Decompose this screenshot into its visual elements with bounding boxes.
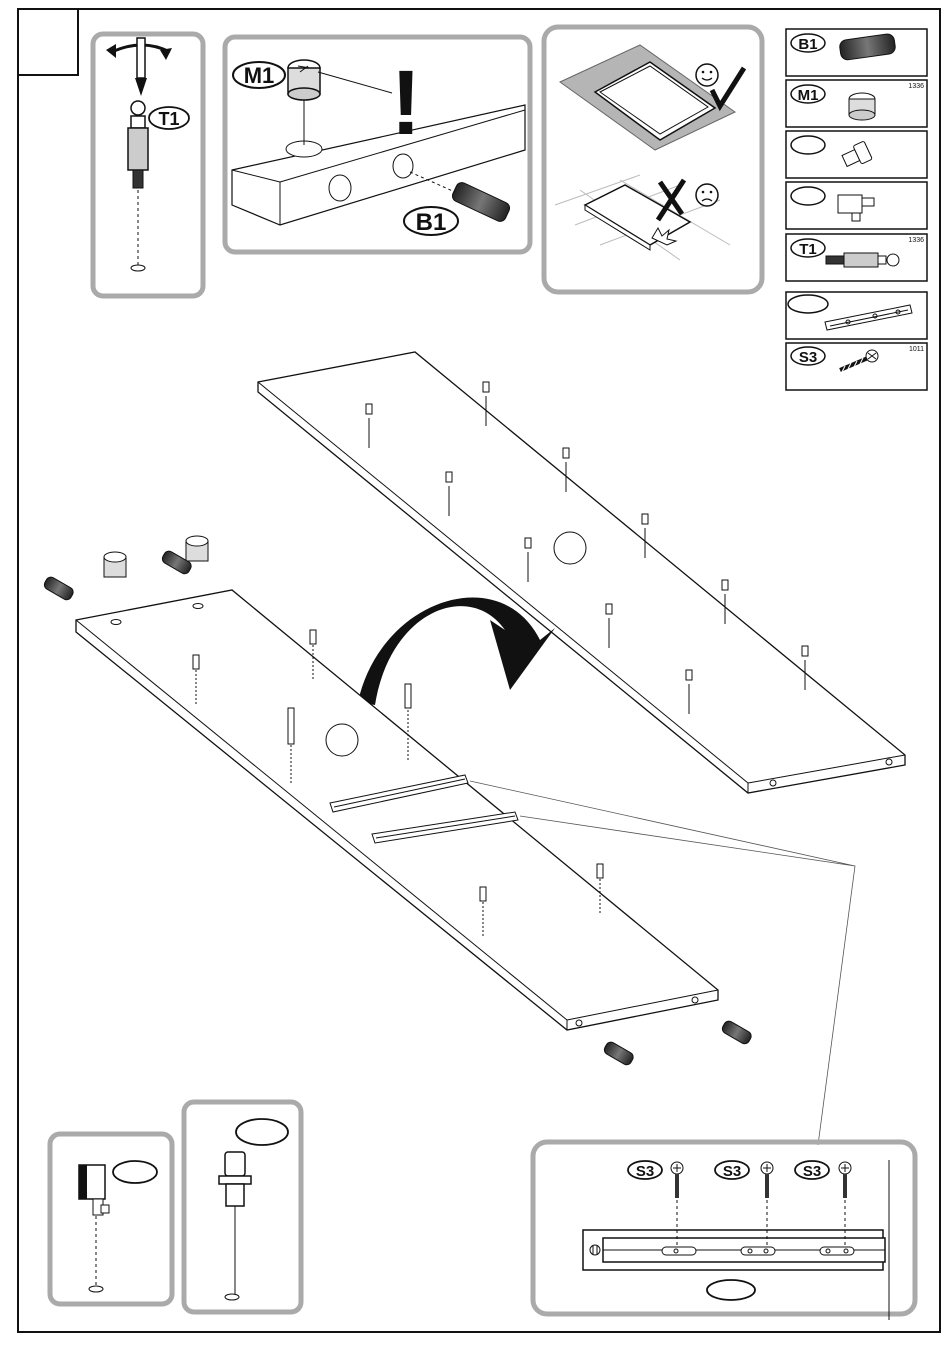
svg-text:1011: 1011 bbox=[909, 346, 924, 353]
smiley-face-icon bbox=[696, 64, 718, 86]
svg-text:1336: 1336 bbox=[908, 237, 924, 244]
parts-list: B1 M1 1336 T1 1336 bbox=[786, 29, 927, 390]
m1-label: M1 bbox=[244, 63, 275, 88]
frowny-face-icon bbox=[696, 184, 718, 206]
detail-shelf-bracket bbox=[50, 1134, 172, 1304]
detail-m1-b1-board: M1 ! B1 bbox=[225, 37, 530, 252]
svg-text:B1: B1 bbox=[798, 36, 817, 53]
cam-lock-group bbox=[104, 536, 208, 577]
b1-dowel-icon bbox=[450, 181, 511, 224]
s3-label: S3 bbox=[636, 1163, 654, 1180]
svg-text:1336: 1336 bbox=[908, 83, 924, 90]
detail-surface-advice bbox=[544, 27, 762, 292]
screwdriver-icon bbox=[137, 38, 145, 78]
s3-label: S3 bbox=[803, 1163, 821, 1180]
b1-label: B1 bbox=[416, 209, 447, 236]
detail-t1-screwdriver: T1 bbox=[93, 34, 203, 296]
drill-hole-marker bbox=[326, 724, 358, 756]
step-number-box bbox=[18, 9, 78, 75]
detail-shelf-pin bbox=[184, 1102, 301, 1312]
t1-label: T1 bbox=[158, 109, 179, 129]
svg-text:T1: T1 bbox=[799, 241, 817, 258]
drill-hole-marker bbox=[554, 532, 586, 564]
runner-rail-icon bbox=[583, 1230, 885, 1270]
m1-cam-lock-icon bbox=[849, 93, 875, 120]
svg-text:S3: S3 bbox=[799, 349, 817, 366]
m1-cam-lock-icon bbox=[288, 60, 320, 100]
detail-runner-s3-screws: S3 S3 S3 bbox=[533, 1142, 915, 1320]
warning-icon: ! bbox=[391, 52, 422, 154]
rotate-arrow-icon bbox=[358, 598, 555, 705]
s3-label: S3 bbox=[723, 1163, 741, 1180]
svg-text:M1: M1 bbox=[798, 87, 819, 104]
t1-screw-icon bbox=[128, 101, 148, 188]
